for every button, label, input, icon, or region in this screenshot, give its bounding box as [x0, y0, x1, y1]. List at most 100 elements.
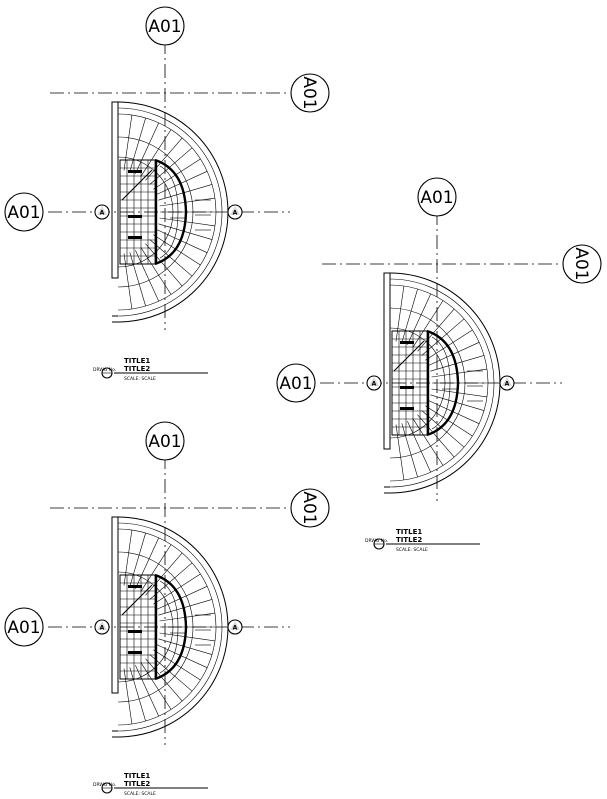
inner-stringer	[154, 158, 188, 266]
section-marker-left: A	[94, 619, 110, 635]
stair-wall	[111, 101, 119, 279]
stair-tread-line	[401, 423, 418, 478]
stair-tread-line	[123, 253, 133, 310]
stair-tread-line	[159, 197, 216, 207]
stair-tread-line	[140, 247, 172, 295]
grid-bubble-circle	[145, 6, 185, 46]
stair-tread-line	[129, 117, 146, 172]
section-marker-right: A	[227, 619, 243, 635]
stair-tread-line	[430, 355, 485, 372]
grid-bubble-label: A01	[299, 76, 319, 109]
title-line-1: TITLE1	[396, 528, 422, 536]
inner-stringer-edge	[159, 165, 179, 259]
stair-tread-line	[145, 243, 183, 287]
stair-tread-line	[135, 537, 159, 589]
grid-bubble-left: A01	[276, 363, 316, 403]
landing-annotation-mark	[400, 386, 414, 389]
stair-outer-arc	[389, 272, 501, 494]
section-arrow-icon	[230, 621, 240, 630]
title-line-2: TITLE2	[396, 536, 422, 544]
stair-tread-line	[158, 184, 213, 201]
grid-bubble-top: A01	[145, 421, 185, 461]
stair-tread-line	[156, 171, 208, 195]
scale-label: SCALE: SCALE	[396, 547, 428, 553]
grid-bubble-right: A01	[290, 73, 330, 113]
grid-bubble-label: A01	[420, 188, 453, 208]
stair-tread-line	[123, 114, 133, 171]
section-marker-label: A	[233, 625, 238, 632]
stair-wall-end	[112, 315, 118, 323]
stair-tread-line	[135, 250, 159, 302]
stair-wall-end	[384, 486, 390, 494]
scale-label: SCALE: SCALE	[124, 791, 156, 797]
landing-annotation-mark	[128, 651, 142, 654]
section-marker-left: A	[366, 375, 382, 391]
grid-bubble-right: A01	[290, 488, 330, 528]
stair-tread-line	[156, 586, 208, 610]
landing-annotation-mark	[128, 170, 142, 173]
stair-tread-line	[395, 424, 405, 481]
stair-tread-line	[430, 394, 485, 411]
stair-wall-end	[112, 730, 118, 738]
stair-tread-line	[158, 599, 213, 616]
grid-bubble-circle	[417, 177, 457, 217]
stair-tread-line	[431, 388, 488, 398]
section-arrow-icon	[369, 377, 379, 386]
grid-bubble-circle	[290, 73, 330, 113]
stair-tread-line	[135, 122, 159, 174]
stair-tread-line	[153, 158, 201, 190]
landing-annotation-mark	[400, 407, 414, 410]
stair-tread-line	[129, 667, 146, 722]
grid-bubble-circle	[276, 363, 316, 403]
inner-stringer	[426, 329, 460, 437]
section-marker-label: A	[100, 210, 105, 217]
section-marker-label: A	[372, 381, 377, 388]
stair-tread-line	[140, 662, 172, 710]
grid-bubble-label: A01	[571, 247, 591, 280]
stair-tread-line	[158, 223, 213, 240]
stair-tread-line	[407, 293, 431, 345]
stair-outer-arc	[117, 516, 229, 738]
grid-bubble-top: A01	[145, 6, 185, 46]
inner-stringer-edge	[159, 580, 179, 674]
drawing-number-label: DRWG No.	[93, 367, 116, 373]
stair-tread-line	[156, 229, 208, 253]
grid-bubble-circle	[4, 607, 44, 647]
grid-bubble-label: A01	[299, 491, 319, 524]
grid-bubble-label: A01	[7, 618, 40, 638]
landing-annotation-mark	[128, 236, 142, 239]
stair-tread-line	[428, 400, 480, 424]
landing-annotation-mark	[128, 585, 142, 588]
grid-bubble-circle	[145, 421, 185, 461]
stair-tread-line	[412, 300, 444, 348]
landing-annotation-mark	[128, 215, 142, 218]
stair-outer-arc	[117, 522, 223, 732]
stair-tread-line	[159, 217, 216, 227]
stair-tread-line	[401, 288, 418, 343]
section-marker-right: A	[227, 204, 243, 220]
grid-bubble-left: A01	[4, 192, 44, 232]
inner-stringer	[154, 573, 188, 681]
stair-tread-line	[123, 668, 133, 725]
drawing-number-label: DRWG No.	[93, 782, 116, 788]
stair-tread-line	[158, 638, 213, 655]
stair-tread-line	[417, 414, 455, 458]
stair-tread-line	[412, 418, 444, 466]
grid-bubble-circle	[562, 244, 602, 284]
stair-tread-line	[428, 342, 480, 366]
stair-tread-line	[145, 137, 183, 181]
grid-bubble-label: A01	[148, 432, 181, 452]
title-line-2: TITLE2	[124, 780, 150, 788]
stair-tread-line	[159, 612, 216, 622]
grid-bubble-top: A01	[417, 177, 457, 217]
stair-direction-line	[121, 169, 153, 201]
inner-stringer-edge	[431, 336, 451, 430]
stair-outer-arc	[389, 278, 495, 488]
stair-tread-line	[123, 529, 133, 586]
